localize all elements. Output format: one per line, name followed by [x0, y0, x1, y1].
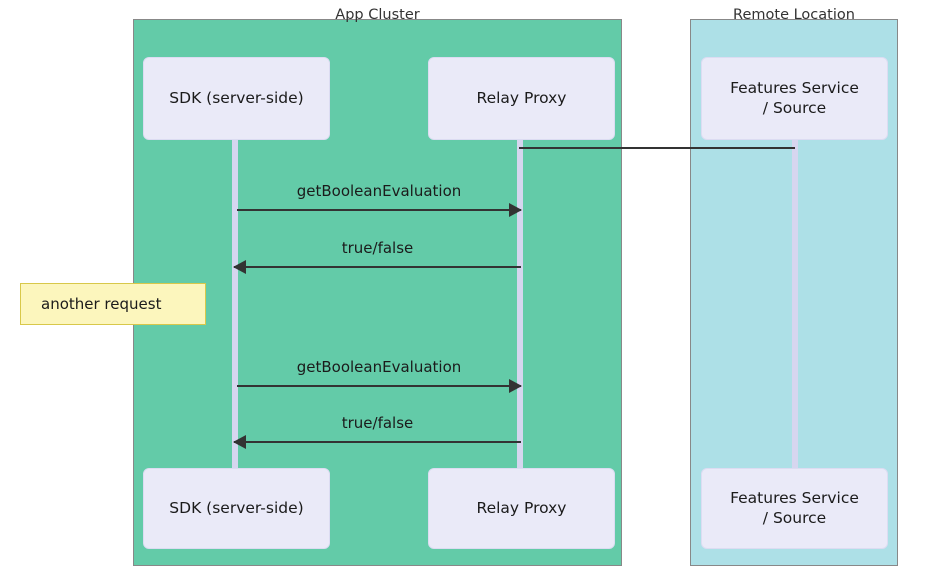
participant-sdk-top[interactable]: SDK (server-side)	[143, 57, 330, 140]
participant-sdk-top-label: SDK (server-side)	[169, 88, 304, 107]
participant-features-top-line1: Features Service	[730, 79, 859, 98]
lifeline-relay	[517, 140, 523, 470]
message-truefalse-1-label: true/false	[341, 239, 414, 257]
participant-sdk-bottom-label: SDK (server-side)	[169, 498, 304, 517]
participant-relay-bottom[interactable]: Relay Proxy	[428, 468, 615, 549]
connector-relay-to-features	[519, 147, 795, 150]
participant-relay-top[interactable]: Relay Proxy	[428, 57, 615, 140]
group-remote-location-title: Remote Location	[733, 7, 855, 23]
participant-features-bottom-line1: Features Service	[730, 489, 859, 508]
participant-relay-top-label: Relay Proxy	[476, 88, 567, 107]
message-line	[237, 385, 521, 388]
participant-features-top[interactable]: Features Service / Source	[701, 57, 888, 140]
message-getbooleanevaluation-1-label: getBooleanEvaluation	[296, 182, 462, 200]
message-line	[234, 266, 521, 269]
participant-relay-bottom-label: Relay Proxy	[476, 498, 567, 517]
participant-features-bottom[interactable]: Features Service / Source	[701, 468, 888, 549]
note-another-request[interactable]: another request	[20, 283, 206, 325]
message-getbooleanevaluation-2-label: getBooleanEvaluation	[296, 358, 462, 376]
message-line	[234, 441, 521, 444]
lifeline-features	[792, 140, 798, 470]
lifeline-sdk	[232, 140, 238, 470]
participant-sdk-bottom[interactable]: SDK (server-side)	[143, 468, 330, 549]
arrowhead-right-icon	[509, 203, 522, 217]
participant-features-bottom-line2: / Source	[762, 508, 827, 527]
arrowhead-left-icon	[233, 260, 246, 274]
participant-features-bottom-label: Features Service / Source	[730, 489, 859, 528]
participant-features-top-label: Features Service / Source	[730, 79, 859, 118]
note-another-request-label: another request	[41, 295, 162, 313]
message-line	[237, 209, 521, 212]
message-truefalse-2-label: true/false	[341, 414, 414, 432]
participant-features-top-line2: / Source	[762, 98, 827, 117]
group-app-cluster-title: App Cluster	[335, 7, 420, 23]
arrowhead-left-icon	[233, 435, 246, 449]
arrowhead-right-icon	[509, 379, 522, 393]
